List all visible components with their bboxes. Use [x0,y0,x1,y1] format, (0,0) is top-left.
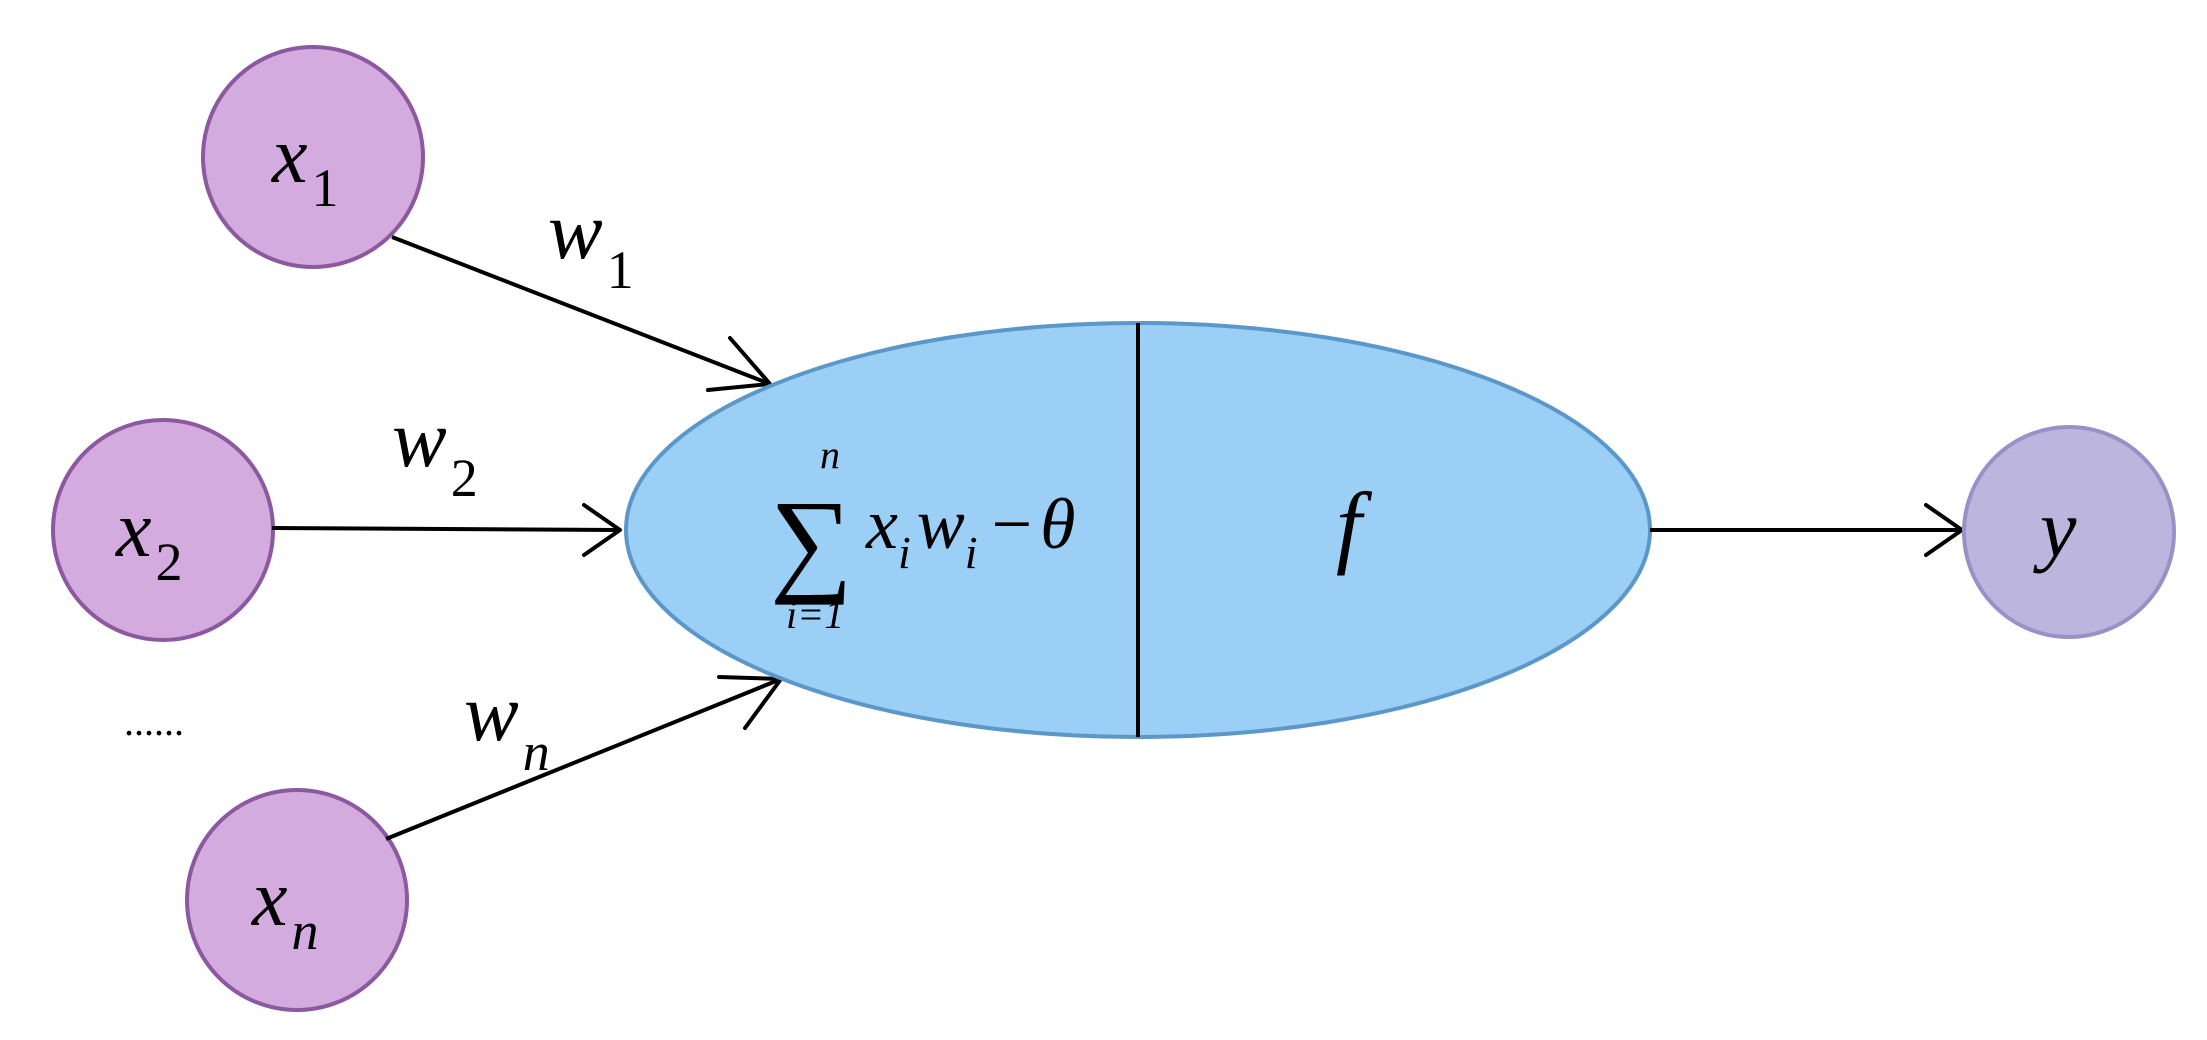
sum-upper-limit: n [820,432,840,477]
edge-1-line [391,235,771,386]
edge-n-line [385,677,782,841]
input-node-1-circle [201,45,425,269]
edge-2-arrowhead [582,503,622,557]
input-node-1-label: x1 [271,112,339,218]
input-node-n-label: xn [251,855,319,961]
output-node-label: y [2033,483,2077,574]
input-node-2: x2 [51,418,275,642]
output-node-circle [1962,425,2176,639]
inputs-ellipsis-text: ...... [124,699,184,744]
input-node-2-circle [51,418,275,642]
input-node-n: xn [185,788,409,1012]
sum-lower-limit: i=1 [786,592,844,637]
edge-2 [271,503,622,557]
edge-2-line [271,526,621,532]
edge-output [1650,503,1964,557]
weight-label-n: wn [464,667,550,782]
neuron: n ∑ i=1 xiwi−θ f [624,321,1652,739]
input-node-n-circle [185,788,409,1012]
output-node: y [1962,425,2176,639]
sum-symbol: ∑ [770,478,853,606]
edge-output-arrowhead [1924,503,1964,557]
weight-label-2: w2 [392,393,478,508]
edge-n [385,675,783,841]
input-node-1: x1 [201,45,425,269]
input-node-2-label: x2 [115,486,183,592]
weight-label-1: w1 [548,185,634,300]
sum-term: xiwi−θ [865,484,1076,578]
